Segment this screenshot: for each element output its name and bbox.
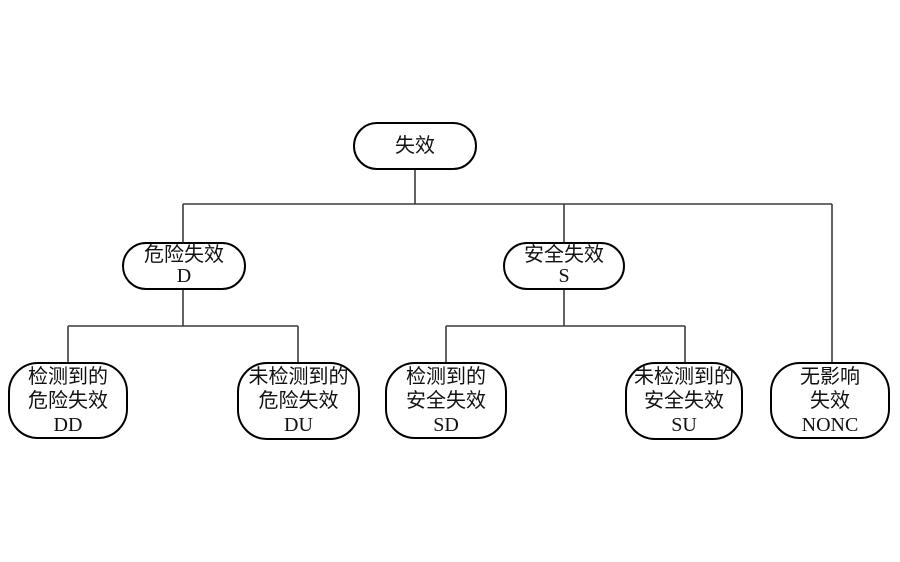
- node-failure-label: 失效: [395, 134, 435, 157]
- node-nonc-line2: 失效: [810, 389, 850, 412]
- node-sd-code: SD: [433, 413, 459, 436]
- node-dd-code: DD: [53, 413, 83, 436]
- node-sd-line2: 安全失效: [406, 389, 486, 412]
- node-nonc-code: NONC: [801, 413, 859, 436]
- node-nonc-line1: 无影响: [800, 365, 860, 388]
- node-failure: 失效: [353, 122, 477, 170]
- node-dangerous-failure-code: D: [176, 265, 192, 287]
- node-su-code: SU: [671, 414, 697, 436]
- node-su-line1: 未检测到的: [634, 366, 734, 388]
- node-dd-line1: 检测到的: [28, 365, 108, 388]
- node-du-line1: 未检测到的: [248, 366, 349, 388]
- node-dd-line2: 危险失效: [28, 389, 108, 412]
- node-no-effect-failure: 无影响 失效 NONC: [770, 362, 890, 439]
- node-safe-failure: 安全失效 S: [503, 242, 625, 290]
- node-du-line2: 危险失效: [258, 390, 339, 412]
- node-sd-line1: 检测到的: [406, 365, 486, 388]
- node-safe-failure-label: 安全失效: [524, 244, 604, 266]
- node-safe-failure-code: S: [558, 265, 570, 287]
- node-du-code: DU: [284, 414, 313, 436]
- node-dangerous-failure: 危险失效 D: [122, 242, 246, 290]
- node-detected-dangerous-failure: 检测到的 危险失效 DD: [8, 362, 128, 439]
- node-dangerous-failure-label: 危险失效: [144, 244, 224, 266]
- node-detected-safe-failure: 检测到的 安全失效 SD: [385, 362, 507, 439]
- node-undetected-safe-failure: 未检测到的 安全失效 SU: [625, 362, 743, 440]
- node-undetected-dangerous-failure: 未检测到的 危险失效 DU: [237, 362, 360, 440]
- node-su-line2: 安全失效: [644, 390, 724, 412]
